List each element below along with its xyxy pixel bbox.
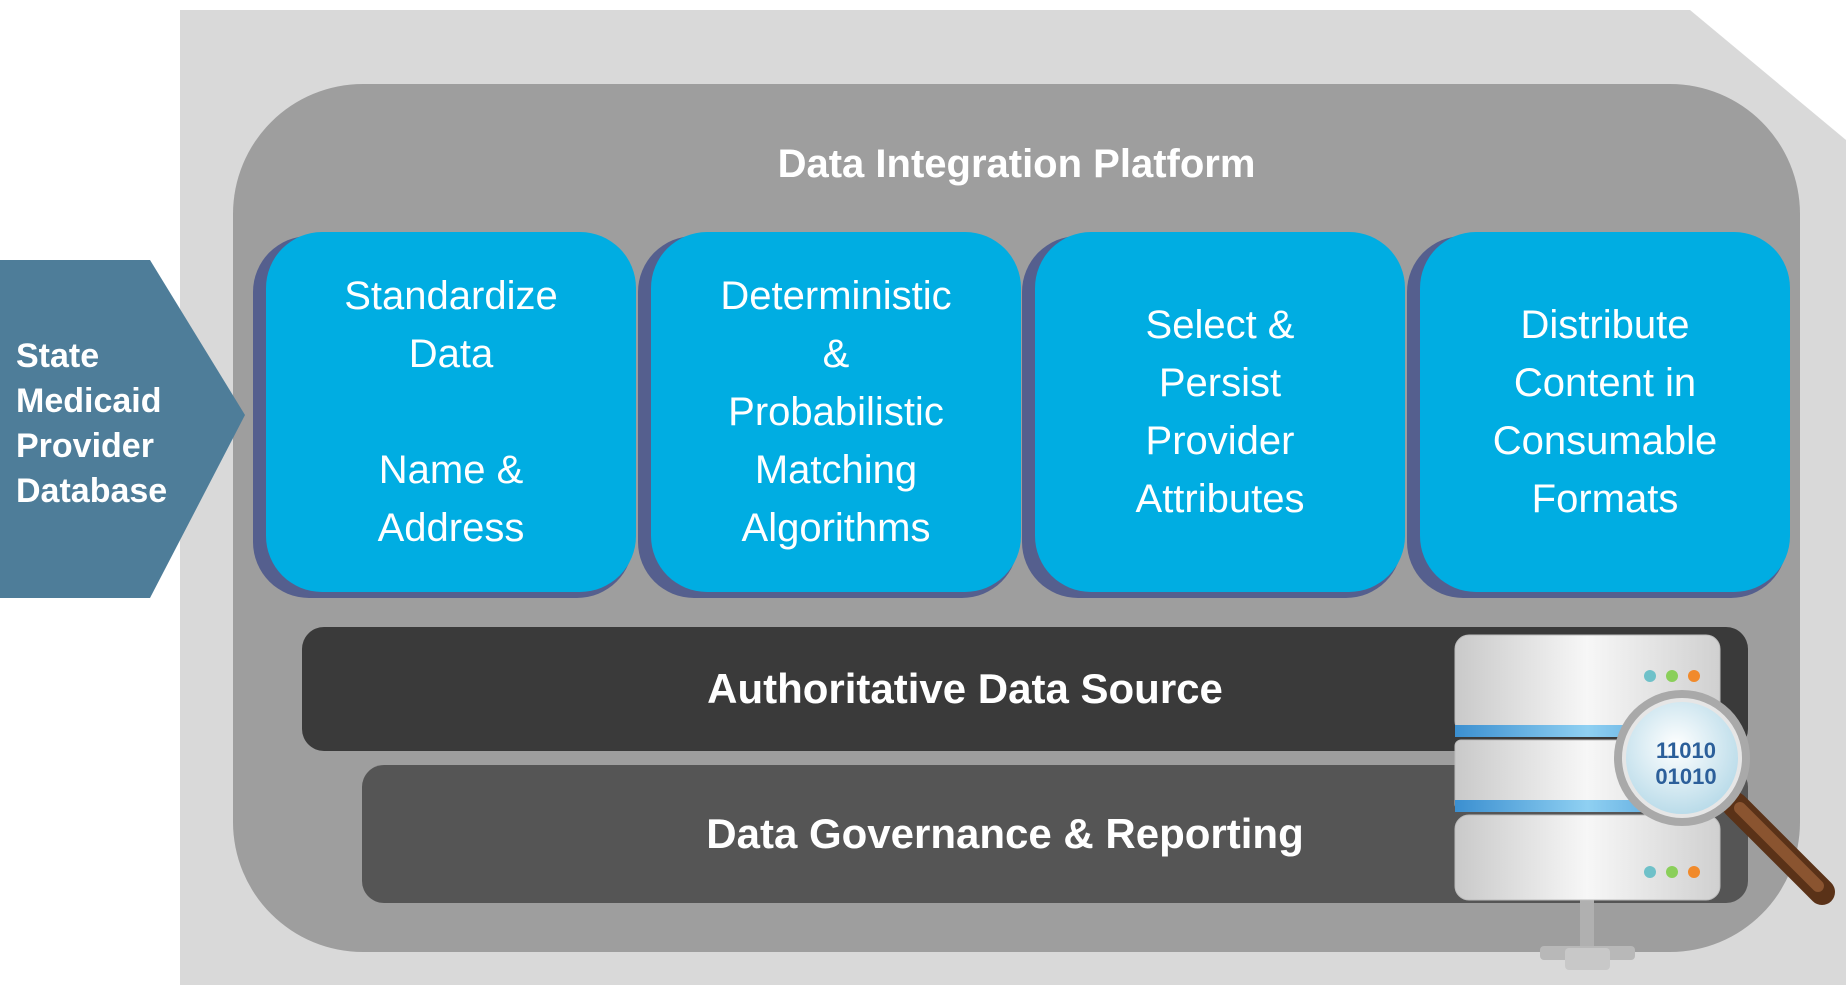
source-arrow-shape bbox=[0, 260, 245, 598]
step-line: Matching bbox=[754, 448, 918, 492]
step-line: Content in bbox=[1513, 361, 1697, 405]
step-line: Name & bbox=[378, 448, 524, 492]
step-line: Select & bbox=[1145, 303, 1295, 347]
step-line: Formats bbox=[1531, 477, 1679, 521]
step-line: Data bbox=[408, 332, 494, 376]
authoritative-data-source-label: Authoritative Data Source bbox=[707, 665, 1223, 712]
source-label-line: Medicaid bbox=[16, 382, 162, 420]
step-line: Distribute bbox=[1520, 303, 1690, 347]
data-governance-reporting-label: Data Governance & Reporting bbox=[706, 810, 1304, 857]
step-line: Address bbox=[377, 506, 525, 550]
step-line: Deterministic bbox=[720, 274, 952, 318]
source-label-line: Provider bbox=[16, 427, 154, 465]
platform-title: Data Integration Platform bbox=[777, 142, 1256, 186]
step-line: Provider bbox=[1145, 419, 1295, 463]
step-line: Consumable bbox=[1492, 419, 1718, 463]
step-line: Standardize bbox=[344, 274, 558, 318]
step-line: Attributes bbox=[1135, 477, 1305, 521]
step-select-persist: Select & Persist Provider Attributes bbox=[1035, 232, 1405, 592]
database-server-magnifier-icon: 11010 01010 bbox=[1454, 634, 1835, 970]
source-label-line: Database bbox=[16, 472, 168, 510]
source-database-label: State Medicaid Provider Database bbox=[16, 334, 216, 514]
binary-text-line-2: 01010 bbox=[1655, 764, 1716, 789]
step-matching-algorithms: Deterministic & Probabilistic Matching A… bbox=[651, 232, 1021, 592]
step-standardize-data: Standardize Data Name & Address bbox=[266, 232, 636, 592]
source-label-line: State bbox=[16, 337, 100, 375]
step-line: Algorithms bbox=[741, 506, 931, 550]
step-line: Persist bbox=[1158, 361, 1282, 405]
step-line: & bbox=[822, 332, 850, 376]
binary-text-line-1: 11010 bbox=[1656, 738, 1716, 763]
step-distribute-content: Distribute Content in Consumable Formats bbox=[1420, 232, 1790, 592]
step-line: Probabilistic bbox=[728, 390, 944, 434]
